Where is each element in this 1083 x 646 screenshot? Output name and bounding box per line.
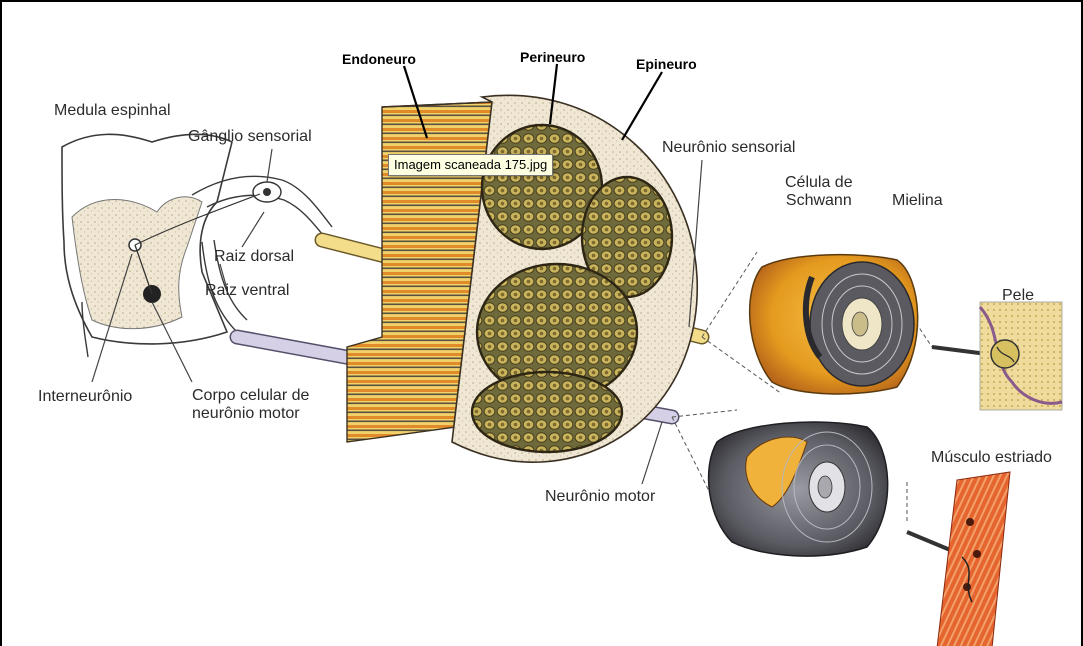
label-perineuro: Perineuro — [520, 48, 585, 66]
label-interneuronio: Interneurônio — [38, 388, 132, 406]
spinal-cord — [62, 134, 232, 357]
label-mielina: Mielina — [892, 192, 943, 210]
myelin-sheath-motor — [709, 422, 888, 556]
label-neuronio-sensorial: Neurônio sensorial — [662, 139, 795, 157]
label-endoneuro: Endoneuro — [342, 50, 416, 68]
label-neuronio-motor: Neurônio motor — [545, 488, 655, 506]
label-pele: Pele — [1002, 287, 1034, 305]
filename-tooltip: Imagem scaneada 175.jpg — [388, 154, 553, 176]
label-medula-espinhal: Medula espinhal — [54, 102, 171, 120]
nerve-cross-section — [347, 95, 697, 462]
striated-muscle — [907, 472, 1010, 646]
skin-receptor — [932, 302, 1062, 410]
label-epineuro: Epineuro — [636, 55, 697, 73]
label-musculo-estriado: Músculo estriado — [931, 449, 1052, 467]
label-celula-schwann: Célula de Schwann — [785, 174, 853, 210]
label-ganglio-sensorial: Gânglio sensorial — [188, 128, 312, 146]
label-raiz-ventral: Raiz ventral — [205, 282, 289, 300]
label-corpo-celular: Corpo celular de neurônio motor — [192, 387, 309, 423]
myelin-sheath-sensory — [750, 255, 918, 394]
label-raiz-dorsal: Raiz dorsal — [214, 248, 294, 266]
